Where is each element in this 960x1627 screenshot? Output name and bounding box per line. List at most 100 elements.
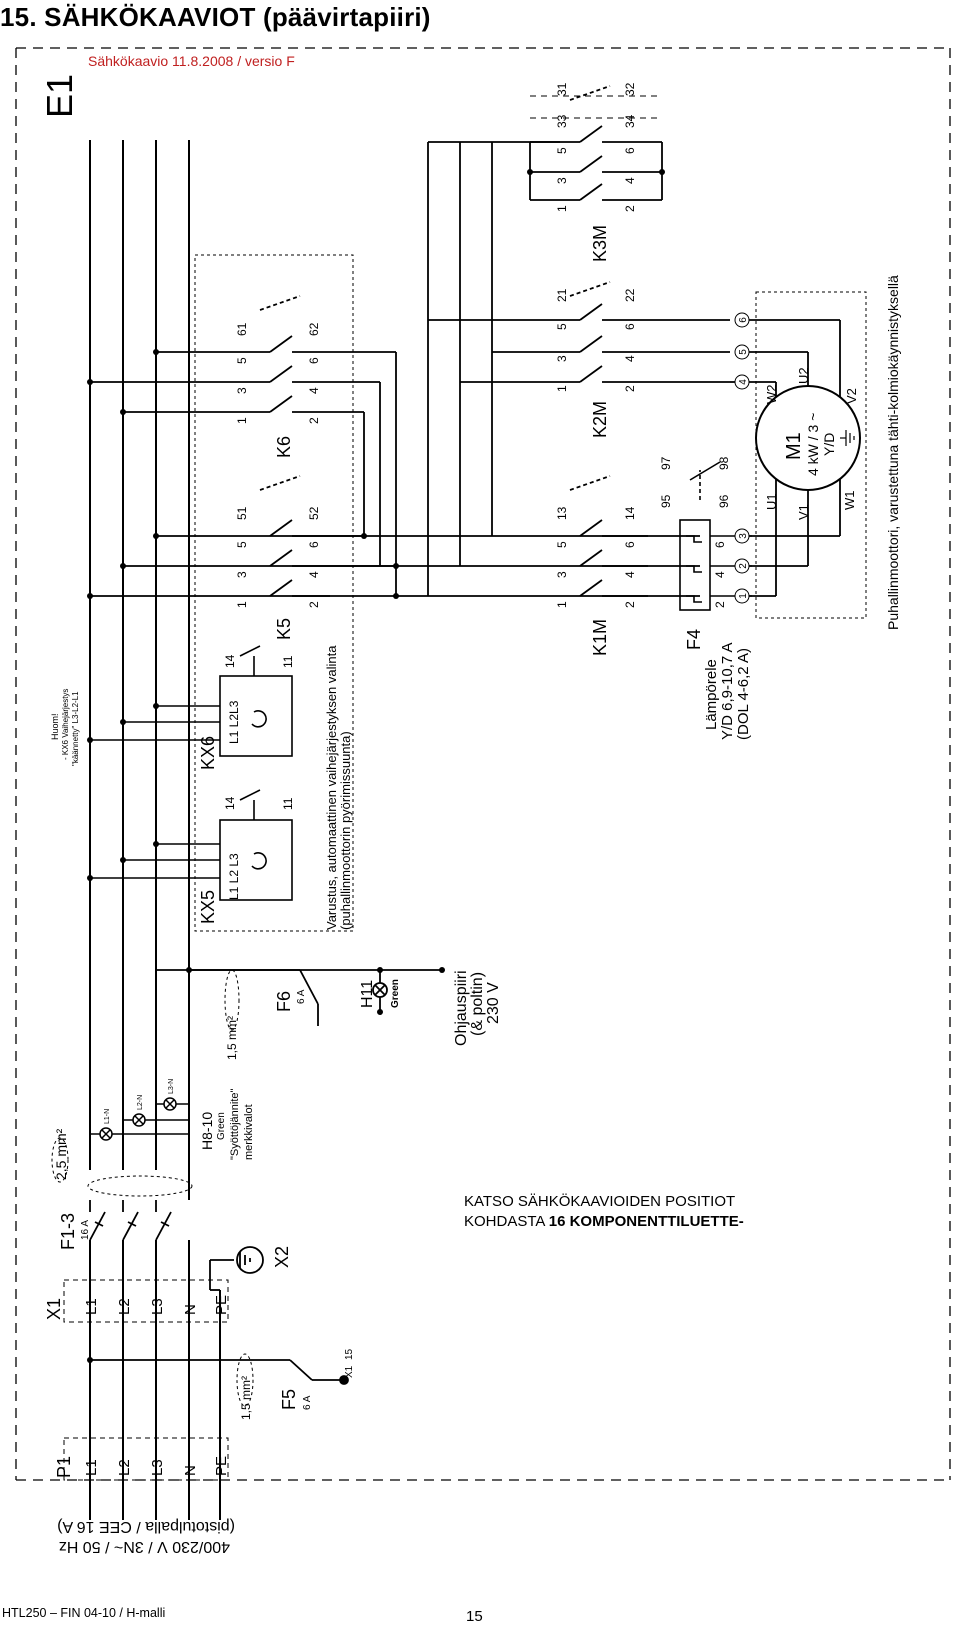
svg-text:2: 2: [307, 417, 321, 424]
svg-text:2: 2: [307, 601, 321, 608]
svg-text:6: 6: [713, 541, 727, 548]
svg-text:6: 6: [623, 147, 637, 154]
svg-text:6: 6: [738, 317, 749, 323]
k1m-labels: 1 3 5 13 2 4 6 14: [555, 506, 637, 608]
svg-text:1: 1: [555, 205, 569, 212]
p1-terminal-labels: L1 L2 L3 N PE: [83, 1456, 230, 1476]
m1-winding-labels: U1 V1 W1 W2 U2 V2: [764, 367, 859, 520]
svg-text:61: 61: [235, 322, 249, 336]
kx6-pin-b: 11: [281, 655, 295, 668]
svg-text:1: 1: [235, 601, 249, 608]
svg-text:5: 5: [235, 357, 249, 364]
kx5-relay: [90, 789, 293, 901]
k2m-id: K2M: [590, 401, 610, 438]
h8-id: H8-10: [199, 1112, 215, 1150]
kx6-phases: L1 L2L3: [227, 700, 241, 744]
svg-text:L2: L2: [116, 1298, 133, 1315]
control-circuit: [156, 969, 442, 1026]
svg-text:6: 6: [307, 541, 321, 548]
svg-text:3: 3: [235, 387, 249, 394]
control-junction-2: [377, 967, 383, 973]
feeder-lines: [90, 351, 648, 597]
svg-text:95: 95: [659, 494, 673, 508]
kx-note-2: - KX6 Vaihejärjestys: [61, 689, 70, 760]
footer-doc-id: HTL250 – FIN 04-10 / H-malli: [2, 1606, 166, 1620]
svg-text:97: 97: [659, 456, 673, 470]
f1-rating: 16 A: [80, 1220, 91, 1240]
f5-junction: [87, 1357, 93, 1363]
kx5-pin-a: 14: [223, 796, 237, 810]
k5-labels: 1 3 5 51 2 4 6 52: [235, 506, 321, 608]
svg-text:4: 4: [623, 355, 637, 362]
svg-text:14: 14: [623, 506, 637, 520]
page-number: 15: [466, 1608, 483, 1625]
svg-text:33: 33: [555, 114, 569, 128]
kx6-dot-2: [120, 719, 126, 725]
kx5-phases: L1 L2 L3: [227, 853, 241, 900]
svg-text:62: 62: [307, 322, 321, 336]
svg-text:3: 3: [555, 355, 569, 362]
m1-leads: [730, 319, 841, 597]
kx6-relay: [90, 645, 293, 757]
f5-target: X1: [344, 1365, 355, 1378]
upper-feeders: [427, 141, 560, 596]
x1-terminal-labels: L1 L2 L3 N PE: [83, 1295, 230, 1315]
svg-text:2: 2: [623, 601, 637, 608]
svg-text:6: 6: [623, 541, 637, 548]
diagram-version: Sähkökaavio 11.8.2008 / versio F: [88, 53, 295, 69]
kx5-dot-3: [153, 841, 159, 847]
svg-text:52: 52: [307, 506, 321, 520]
svg-text:3: 3: [555, 571, 569, 578]
f6-id: F6: [274, 991, 294, 1012]
svg-text:22: 22: [623, 288, 637, 302]
svg-text:32: 32: [623, 82, 637, 96]
k1m-contacts: [569, 475, 700, 597]
m1-earth-icon: [840, 430, 855, 446]
svg-text:2: 2: [713, 601, 727, 608]
svg-text:PE: PE: [213, 1295, 230, 1315]
kx5-id: KX5: [198, 890, 218, 924]
svg-text:L2-N: L2-N: [137, 1095, 144, 1110]
svg-text:U2: U2: [796, 367, 811, 384]
k2m-contacts: [428, 281, 730, 383]
svg-text:4: 4: [738, 379, 749, 385]
k2m-labels: 1 3 5 21 2 4 6 22: [555, 288, 637, 392]
svg-text:2: 2: [623, 205, 637, 212]
svg-text:U1: U1: [764, 493, 779, 510]
f4-desc-3: (DOL 4-6,2 A): [735, 648, 752, 740]
supply-label-2: (pistotulpalla / CEE 16 A): [57, 1518, 235, 1535]
svg-text:1: 1: [235, 417, 249, 424]
p1-id: P1: [54, 1456, 74, 1478]
kx-note-1: Huom!: [50, 713, 60, 740]
svg-text:W2: W2: [764, 385, 779, 405]
reference-line-2: KOHDASTA 16 KOMPONENTTILUETTE-: [464, 1213, 744, 1230]
svg-text:21: 21: [555, 288, 569, 302]
control-junction-4: [377, 1009, 383, 1015]
f6-wire-bundle: [224, 969, 240, 1031]
m1-motor-circle: [755, 385, 861, 491]
m1-desc: Puhallinmoottori, varustettuna tähti-kol…: [885, 275, 901, 630]
h8-desc-1: "Syöttöjännite": [229, 1088, 241, 1160]
f5-wire-bundle: [236, 1353, 254, 1407]
svg-text:W1: W1: [842, 491, 857, 511]
h8-color: Green: [216, 1112, 227, 1140]
svg-text:4: 4: [623, 177, 637, 184]
svg-text:N: N: [182, 1304, 199, 1315]
svg-text:1: 1: [555, 385, 569, 392]
f4-desc-2: Y/D 6,9-10,7 A: [719, 642, 736, 740]
svg-text:5: 5: [555, 323, 569, 330]
m1-power: 4 kW / 3 ~: [805, 413, 821, 476]
svg-text:5: 5: [738, 349, 749, 355]
svg-text:1: 1: [555, 601, 569, 608]
kx5-pin-b: 11: [281, 797, 295, 810]
h8-desc-2: merkkivalot: [243, 1104, 255, 1160]
h8-lamps: [90, 1097, 189, 1141]
svg-text:L3-N: L3-N: [168, 1079, 175, 1094]
m1-terminal-labels: 1 2 3 4 5 6: [738, 317, 749, 599]
h8-lamp-labels: L1-N L2-N L3-N: [104, 1079, 175, 1124]
f6-wire: 1,5 mm²: [225, 1016, 239, 1060]
reference-line-1: KATSO SÄHKÖKAAVIOIDEN POSITIOT: [464, 1192, 735, 1210]
k3m-id: K3M: [590, 225, 610, 262]
svg-text:L2: L2: [116, 1459, 133, 1476]
